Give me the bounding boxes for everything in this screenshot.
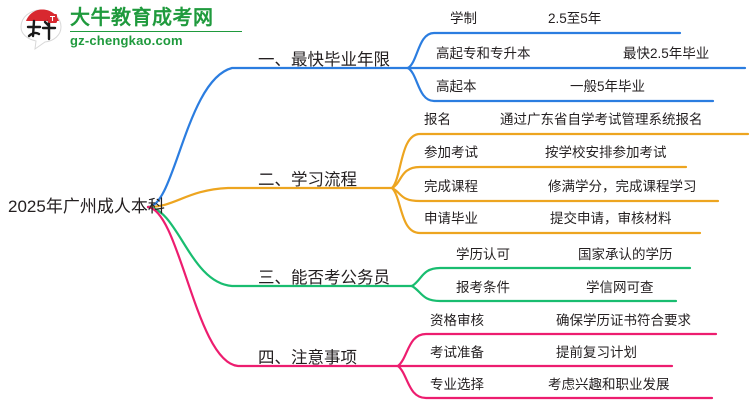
node-branch-2-child-2[interactable]: 参加考试 (424, 145, 478, 160)
node-branch-2-child-3-detail[interactable]: 修满学分，完成课程学习 (548, 179, 697, 194)
logo-name-en: gz-chengkao.com (70, 31, 242, 49)
node-branch-1-child-3[interactable]: 高起本 (436, 79, 477, 94)
node-branch-4-child-2-detail[interactable]: 提前复习计划 (556, 345, 637, 360)
node-branch-1-child-1-detail[interactable]: 2.5至5年 (548, 11, 602, 26)
node-branch-3-child-2-detail[interactable]: 学信网可查 (586, 280, 654, 295)
node-root[interactable]: 2025年广州成人本科 (8, 197, 165, 216)
node-branch-1-child-1[interactable]: 学制 (450, 11, 477, 26)
node-branch-4-child-1[interactable]: 资格审核 (430, 313, 484, 328)
node-branch-2-child-1[interactable]: 报名 (424, 112, 451, 127)
logo-wordmark: 大牛教育成考网 gz-chengkao.com (70, 7, 242, 53)
node-branch-3-child-1[interactable]: 学历认可 (456, 247, 510, 262)
site-logo: 大牛教育成考网 gz-chengkao.com (18, 6, 243, 54)
node-branch-2-child-1-detail[interactable]: 通过广东省自学考试管理系统报名 (500, 112, 703, 127)
node-branch-1-child-2-detail[interactable]: 最快2.5年毕业 (623, 46, 710, 61)
node-branch-4[interactable]: 四、注意事项 (258, 349, 357, 367)
node-branch-1-child-3-detail[interactable]: 一般5年毕业 (570, 79, 646, 94)
node-branch-1-child-2[interactable]: 高起专和专升本 (436, 46, 531, 61)
link-root-branch2 (146, 186, 394, 209)
node-branch-2-child-2-detail[interactable]: 按学校安排参加考试 (545, 145, 667, 160)
logo-name-cn: 大牛教育成考网 (70, 7, 214, 29)
logo-badge-icon (20, 9, 62, 51)
node-branch-4-child-1-detail[interactable]: 确保学历证书符合要求 (556, 313, 691, 328)
node-branch-2-child-3[interactable]: 完成课程 (424, 179, 478, 194)
node-branch-4-child-3[interactable]: 专业选择 (430, 377, 484, 392)
node-branch-2-child-4-detail[interactable]: 提交申请，审核材料 (550, 211, 672, 226)
node-branch-3-child-1-detail[interactable]: 国家承认的学历 (578, 247, 673, 262)
node-branch-4-child-3-detail[interactable]: 考虑兴趣和职业发展 (548, 377, 670, 392)
node-branch-1[interactable]: 一、最快毕业年限 (258, 51, 390, 69)
node-branch-2-child-4[interactable]: 申请毕业 (424, 211, 478, 226)
node-branch-3[interactable]: 三、能否考公务员 (258, 269, 390, 287)
node-branch-4-child-2[interactable]: 考试准备 (430, 345, 484, 360)
node-branch-2[interactable]: 二、学习流程 (258, 171, 357, 189)
node-branch-3-child-2[interactable]: 报考条件 (456, 280, 510, 295)
